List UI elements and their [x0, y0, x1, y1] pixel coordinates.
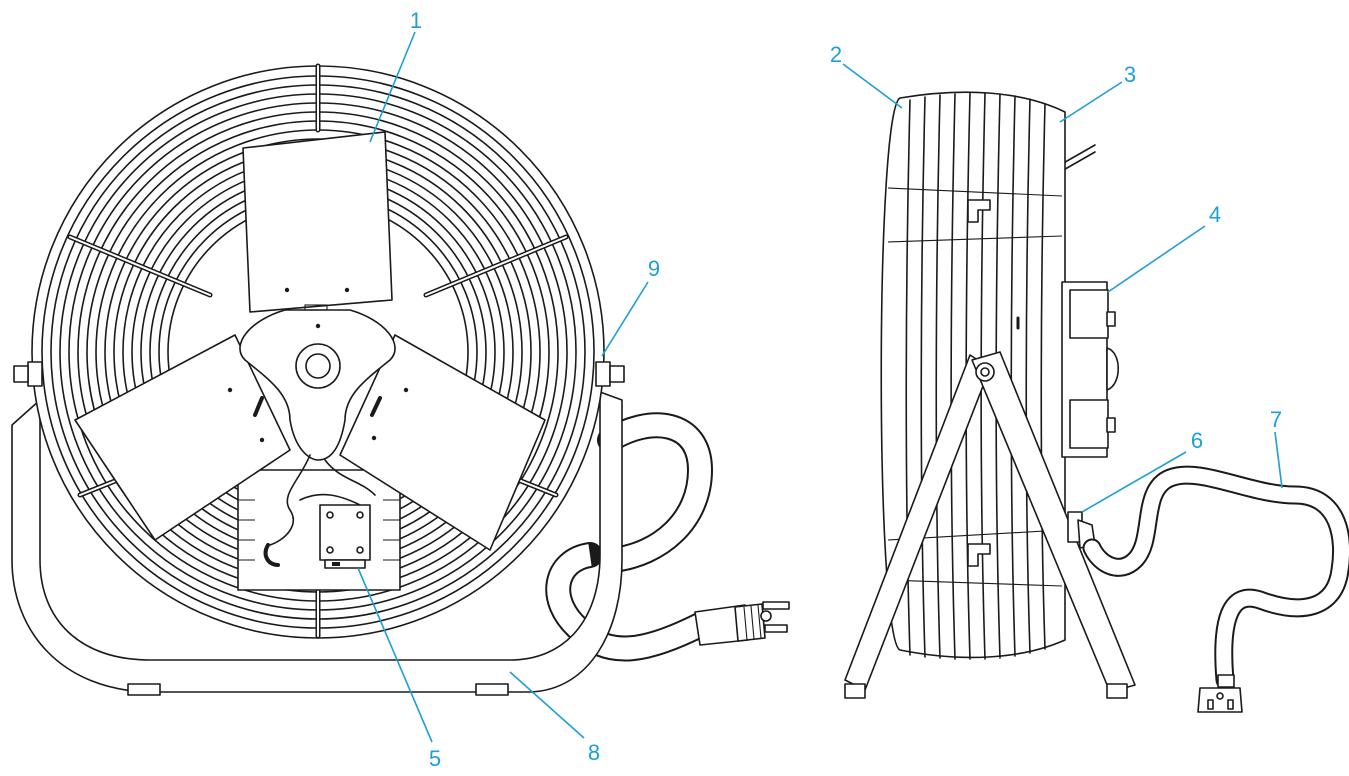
callouts: 1 2 3 4 5 6 7 8 — [357, 8, 1283, 771]
side-handle — [1059, 144, 1096, 166]
callout-7: 7 — [1270, 407, 1283, 489]
callout-6-label: 6 — [1191, 428, 1203, 453]
front-tilt-knob-right — [595, 361, 625, 387]
front-tilt-knob-left — [13, 361, 43, 387]
side-view — [844, 91, 1349, 713]
callout-6: 6 — [1081, 428, 1203, 513]
front-plug — [694, 601, 790, 646]
side-power-cord — [1082, 465, 1349, 713]
callout-5: 5 — [357, 567, 441, 771]
callout-1: 1 — [369, 8, 422, 143]
front-switch — [263, 454, 376, 569]
front-motor-mount — [237, 469, 401, 591]
callout-1-label: 1 — [410, 8, 422, 33]
side-motor — [1016, 281, 1119, 458]
front-fan-blades — [74, 131, 546, 551]
callout-7-label: 7 — [1270, 407, 1282, 432]
callout-8: 8 — [509, 671, 600, 765]
callout-9: 9 — [601, 256, 660, 357]
callout-8-label: 8 — [588, 740, 600, 765]
callout-2-label: 2 — [830, 42, 842, 67]
callout-2: 2 — [830, 42, 903, 109]
callout-3: 3 — [1059, 62, 1136, 123]
callout-9-label: 9 — [648, 256, 660, 281]
callout-5-label: 5 — [429, 746, 441, 771]
callout-3-label: 3 — [1124, 62, 1136, 87]
callout-4-label: 4 — [1209, 202, 1221, 227]
front-view — [11, 63, 790, 696]
callout-4: 4 — [1107, 202, 1221, 293]
side-legs — [844, 351, 1136, 699]
front-stand-frame — [11, 391, 623, 696]
